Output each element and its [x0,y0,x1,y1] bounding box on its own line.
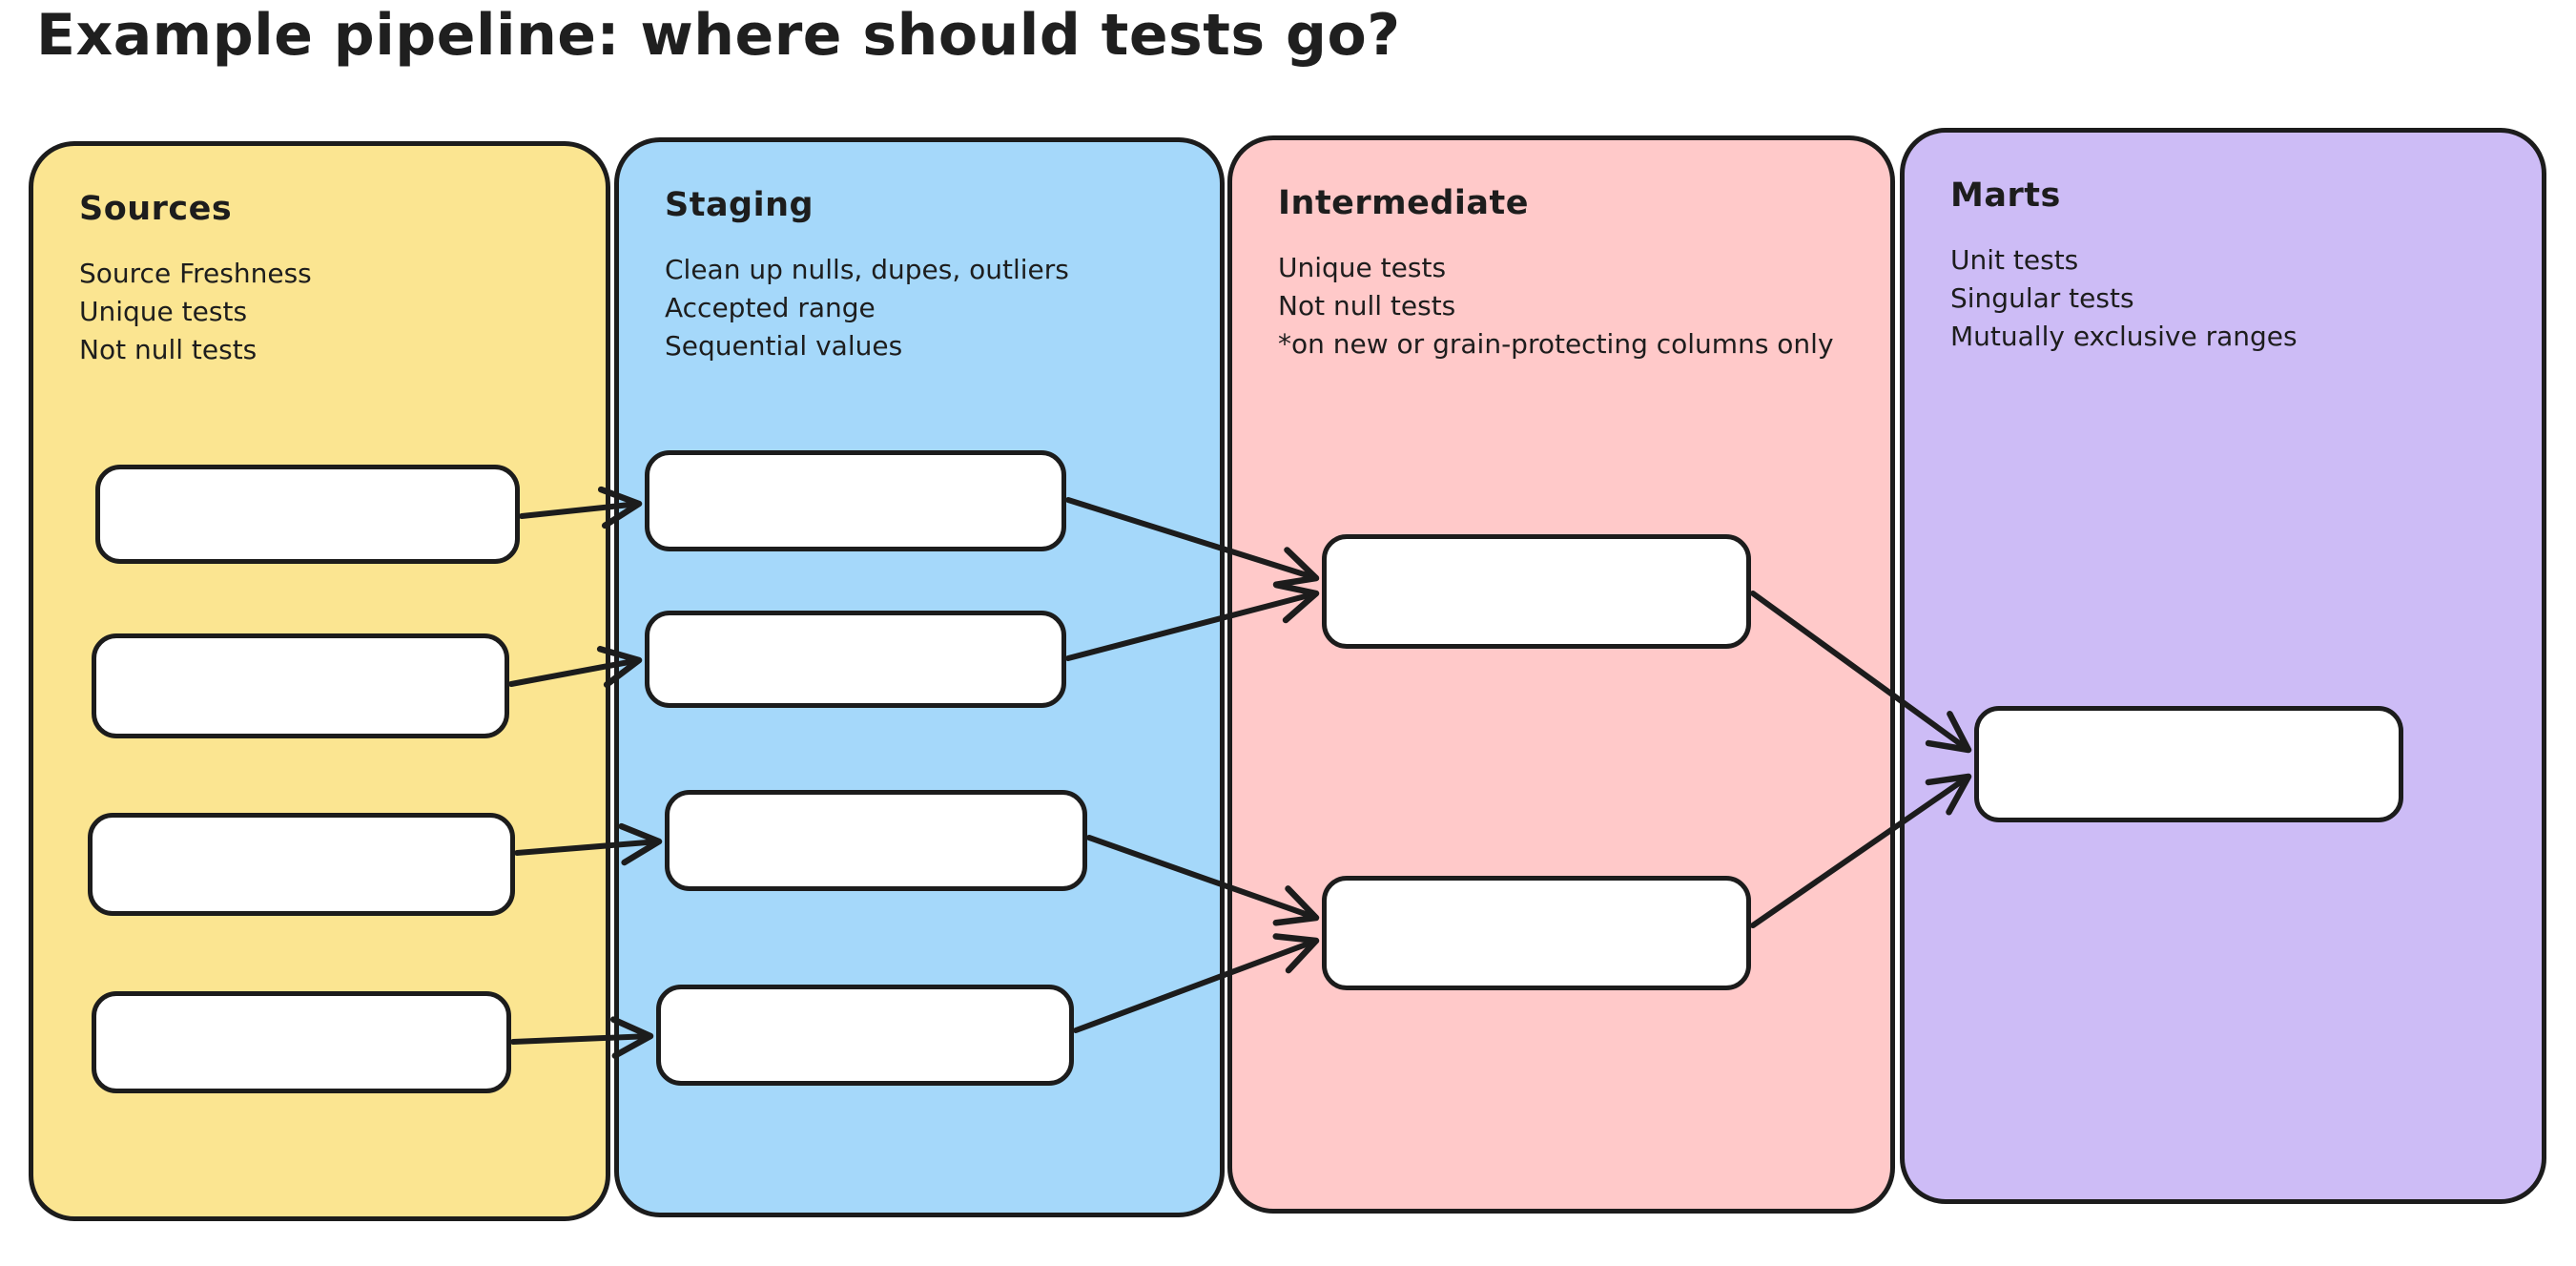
note-mutually-exclusive: Mutually exclusive ranges [1950,321,2298,352]
node-staging-3 [665,790,1087,891]
node-staging-2 [645,611,1066,708]
note-singular-tests: Singular tests [1950,282,2134,314]
note-clean-up: Clean up nulls, dupes, outliers [665,254,1069,285]
note-unique-tests: Unique tests [1278,252,1447,283]
column-marts-notes: Unit tests Singular tests Mutually exclu… [1950,241,2498,356]
page-title: Example pipeline: where should tests go? [36,2,1401,69]
column-marts: Marts Unit tests Singular tests Mutually… [1900,128,2546,1204]
column-sources-title: Sources [79,190,233,228]
node-sources-3 [88,813,515,916]
column-staging-title: Staging [665,186,814,224]
note-accepted-range: Accepted range [665,292,876,323]
column-marts-title: Marts [1950,176,2061,215]
node-intermediate-1 [1322,534,1751,649]
note-unit-tests: Unit tests [1950,244,2079,276]
note-not-null-tests: Not null tests [1278,290,1456,322]
note-source-freshness: Source Freshness [79,258,312,289]
column-sources-notes: Source Freshness Unique tests Not null t… [79,255,562,369]
column-staging-notes: Clean up nulls, dupes, outliers Accepted… [665,251,1176,365]
node-sources-2 [92,633,509,738]
column-intermediate: Intermediate Unique tests Not null tests… [1227,135,1895,1214]
note-unique-tests: Unique tests [79,296,248,327]
column-intermediate-title: Intermediate [1278,184,1530,222]
node-staging-1 [645,450,1066,551]
node-marts-1 [1974,706,2403,822]
column-intermediate-notes: Unique tests Not null tests *on new or g… [1278,249,1846,363]
node-intermediate-2 [1322,876,1751,990]
node-staging-4 [656,985,1074,1086]
note-not-null-tests: Not null tests [79,334,258,365]
note-grain-protecting: *on new or grain-protecting columns only [1278,328,1834,360]
node-sources-1 [95,465,520,564]
note-sequential-values: Sequential values [665,330,903,362]
node-sources-4 [92,991,511,1093]
